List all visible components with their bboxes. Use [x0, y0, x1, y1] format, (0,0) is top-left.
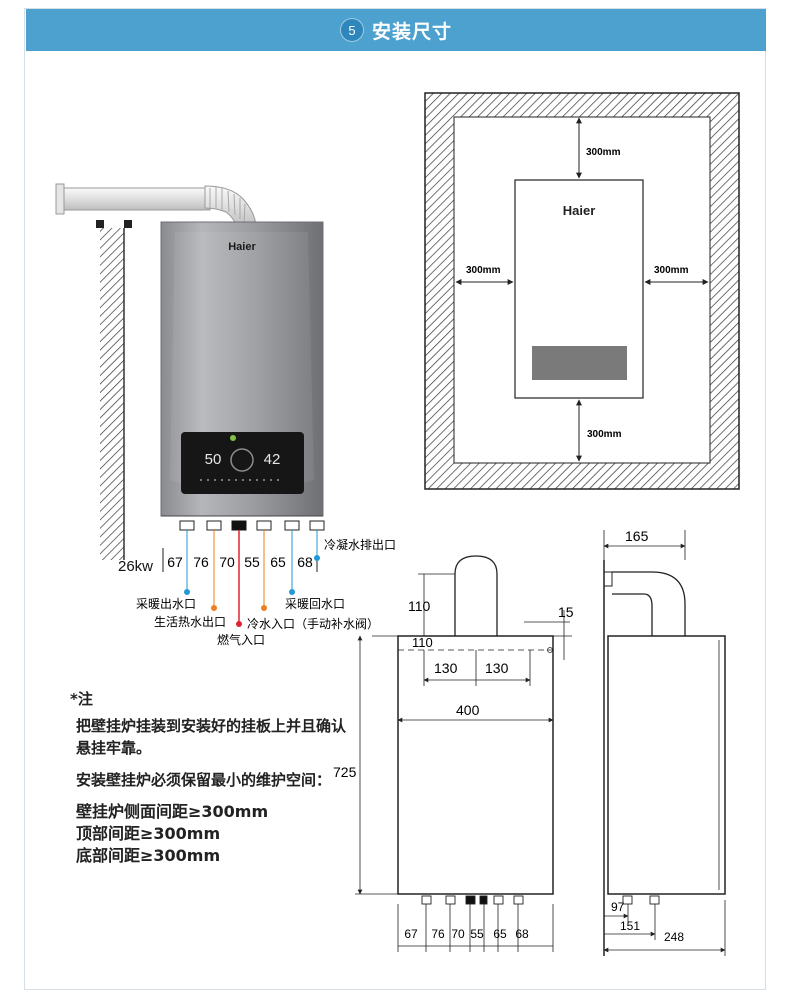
- section-header: 5 安装尺寸: [26, 9, 766, 51]
- dim-flue-offset: 15: [558, 604, 574, 620]
- note-paragraph-1: 把壁挂炉挂装到安装好的挂板上并且确认悬挂牢靠。: [76, 717, 347, 757]
- dim-spacing-4: 55: [470, 927, 484, 941]
- dim-spacing-2: 76: [431, 927, 445, 941]
- front-dimension-ticks: [162, 548, 318, 572]
- clearance-top: 300mm: [586, 147, 621, 158]
- front-spacing-5: 65: [270, 554, 286, 570]
- clearance-view: Haier 300mm 300mm 300mm 300mm: [424, 92, 740, 490]
- note-line-side: 壁挂炉侧面间距≥300mm: [76, 802, 269, 821]
- front-spacing-1: 67: [167, 554, 183, 570]
- clearance-right: 300mm: [654, 265, 689, 276]
- outlet-label-gas-in: 燃气入口: [217, 632, 265, 647]
- outlet-label-heating-return: 采暖回水口: [285, 597, 345, 611]
- clearance-bottom: 300mm: [587, 429, 622, 440]
- dim-flue-right: 130: [485, 660, 509, 676]
- clearance-brand: Haier: [563, 203, 596, 218]
- side-flue-depth: 165: [625, 528, 649, 544]
- dim-spacing-1: 67: [404, 927, 418, 941]
- section-header-title: 5 安装尺寸: [26, 9, 766, 51]
- dim-spacing-6: 68: [515, 927, 529, 941]
- boiler-brand: Haier: [228, 241, 256, 253]
- dim-width: 400: [456, 702, 480, 718]
- dim-top-to-flue: 110: [412, 635, 433, 650]
- front-spacing-4: 55: [244, 554, 260, 570]
- notes-title: *注: [70, 690, 93, 708]
- note-line-bottom: 底部间距≥300mm: [76, 846, 221, 865]
- section-title: 安装尺寸: [371, 20, 452, 43]
- wall-hatch: [100, 228, 124, 560]
- outlet-label-condensate: 冷凝水排出口: [324, 537, 396, 552]
- clearance-left: 300mm: [466, 265, 501, 276]
- note-paragraph-2: 安装壁挂炉必须保留最小的维护空间：: [76, 771, 332, 789]
- panel-display-left: 50: [205, 451, 222, 468]
- dim-height: 725: [333, 764, 357, 780]
- installation-notes: *注 把壁挂炉挂装到安装好的挂板上并且确认悬挂牢靠。 安装壁挂炉必须保留最小的维…: [70, 688, 350, 867]
- outlet-label-cold-water-in: 冷水入口（手动补水阀）: [247, 617, 379, 631]
- panel-display-right: 42: [264, 451, 281, 468]
- pipe-fittings: [179, 520, 325, 531]
- dim-flue-left: 130: [434, 660, 458, 676]
- outlet-label-heating-out: 采暖出水口: [136, 597, 196, 611]
- wall-bracket: [96, 220, 104, 228]
- front-spacing-3: 70: [219, 554, 235, 570]
- front-spacing-6: 68: [297, 554, 313, 570]
- front-view: Haier 50 42: [55, 183, 396, 647]
- side-depth: 248: [664, 930, 684, 944]
- dimension-view: [355, 555, 572, 952]
- dim-flue-height: 110: [408, 598, 431, 614]
- step-number-badge: 5: [339, 18, 364, 42]
- side-pipe-rear: 151: [620, 919, 640, 933]
- side-view: [603, 530, 726, 956]
- dim-spacing-3: 70: [451, 927, 465, 941]
- dim-spacing-5: 65: [493, 927, 507, 941]
- content-frame: [24, 8, 766, 990]
- wall-bracket-2: [124, 220, 132, 228]
- panel-dial[interactable]: [230, 448, 254, 472]
- note-line-top: 顶部间距≥300mm: [76, 824, 221, 843]
- power-label: 26kw: [118, 558, 153, 575]
- front-spacing-2: 76: [193, 554, 209, 570]
- side-pipe-front: 97: [611, 900, 625, 914]
- outlet-label-hot-water-out: 生活热水出口: [154, 615, 226, 629]
- outlet-callouts: 采暖出水口 生活热水出口 燃气入口 冷水入口（手动补水阀） 采暖回水口 冷凝水排…: [136, 530, 396, 647]
- clearance-panel: [532, 346, 627, 380]
- panel-indicator-icon: [230, 435, 236, 441]
- control-panel: [181, 432, 304, 494]
